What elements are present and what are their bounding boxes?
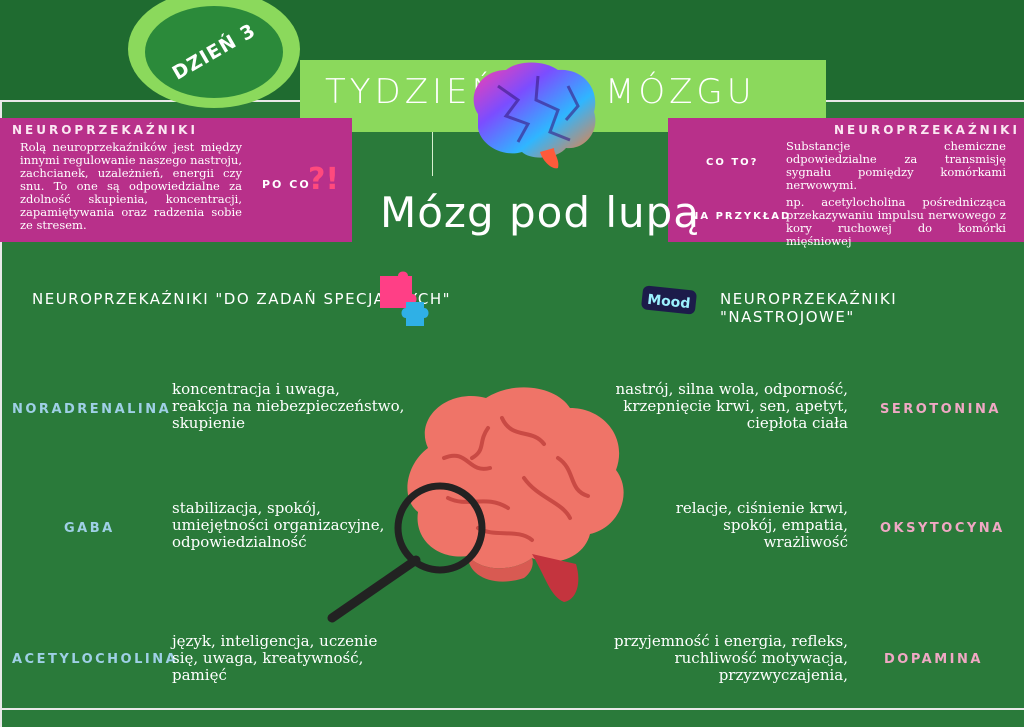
nt-desc-noradrenalina: koncentracja i uwaga, reakcja na niebezp…: [172, 381, 404, 432]
desc-line: skupienie: [172, 414, 246, 432]
mood-sticker-text: Mood: [646, 292, 691, 312]
desc-line: relacje, ciśnienie krwi,: [675, 499, 848, 517]
desc-line: spokój, empatia,: [723, 516, 848, 534]
po-co-label: PO CO: [262, 178, 311, 191]
mood-sticker-icon: Mood: [641, 285, 697, 315]
co-to-label: CO TO?: [706, 157, 759, 168]
nt-desc-acetylocholina: język, inteligencja, uczenie się, uwaga,…: [172, 633, 377, 684]
day-badge-label: DZIEŃ 3: [168, 19, 260, 85]
question-exclamation-icon: ?!: [308, 162, 340, 197]
desc-line: wrażliwość: [763, 533, 848, 551]
bottom-divider: [0, 708, 1024, 710]
right-box-title: NEUROPRZEKAŹNIKI: [834, 123, 1020, 137]
right-info-box: [668, 118, 1024, 242]
banner-word-right: MÓZGU: [605, 72, 756, 112]
left-info-box: [0, 118, 352, 242]
puzzle-icon: [380, 271, 429, 326]
nt-desc-oksytocyna: relacje, ciśnienie krwi, spokój, empatia…: [560, 500, 848, 551]
nt-desc-dopamina: przyjemność i energia, refleks, ruchliwo…: [560, 633, 848, 684]
nt-name-noradrenalina: NORADRENALINA: [12, 402, 172, 417]
nt-desc-serotonina: nastrój, silna wola, odporność, krzepnię…: [560, 381, 848, 432]
accent-line: [432, 132, 433, 176]
desc-line: krzepnięcie krwi, sen, apetyt,: [623, 397, 848, 415]
day-badge: DZIEŃ 3: [145, 6, 283, 98]
desc-line: język, inteligencja, uczenie: [172, 632, 378, 650]
nt-name-oksytocyna: OKSYTOCYNA: [880, 521, 1005, 536]
desc-line: nastrój, silna wola, odporność,: [615, 380, 848, 398]
section-head-special: NEUROPRZEKAŹNIKI "DO ZADAŃ SPECJALNYCH": [32, 290, 452, 308]
left-border: [0, 100, 2, 727]
desc-line: odpowiedzialność: [172, 533, 307, 551]
nt-desc-gaba: stabilizacja, spokój, umiejętności organ…: [172, 500, 384, 551]
nt-name-acetylocholina: ACETYLOCHOLINA: [12, 652, 179, 667]
desc-line: ruchliwość motywacja,: [674, 649, 848, 667]
right-box-definition: Substancje chemiczne odpowiedzialne za t…: [786, 139, 1006, 192]
desc-line: przyzwyczajenia,: [718, 666, 848, 684]
left-box-text: Rolą neuroprzekaźników jest między innym…: [20, 140, 242, 232]
desc-line: stabilizacja, spokój,: [172, 499, 321, 517]
desc-line: przyjemność i energia, refleks,: [614, 632, 848, 650]
colorful-brain-icon: [473, 62, 596, 169]
nt-name-dopamina: DOPAMINA: [884, 652, 983, 667]
nt-name-serotonina: SEROTONINA: [880, 402, 1001, 417]
desc-line: się, uwaga, kreatywność,: [172, 649, 364, 667]
right-box-example: np. acetylocholina pośrednicząca przekaz…: [786, 195, 1006, 248]
brain-magnifier-illustration: [327, 387, 624, 623]
desc-line: reakcja na niebezpieczeństwo,: [172, 397, 405, 415]
nt-name-gaba: GABA: [64, 521, 115, 536]
desc-line: umiejętności organizacyjne,: [172, 516, 385, 534]
main-title: Mózg pod lupą: [380, 188, 701, 237]
section-head-mood: NEUROPRZEKAŹNIKI "NASTROJOWE": [720, 290, 898, 326]
desc-line: pamięć: [172, 666, 227, 684]
left-box-title: NEUROPRZEKAŹNIKI: [12, 123, 198, 137]
banner-word-left: TYDZIEŃ: [325, 72, 501, 112]
desc-line: koncentracja i uwaga,: [172, 380, 340, 398]
na-przyklad-label: NA PRZYKŁAD: [690, 211, 792, 222]
desc-line: ciepłota ciała: [746, 414, 848, 432]
